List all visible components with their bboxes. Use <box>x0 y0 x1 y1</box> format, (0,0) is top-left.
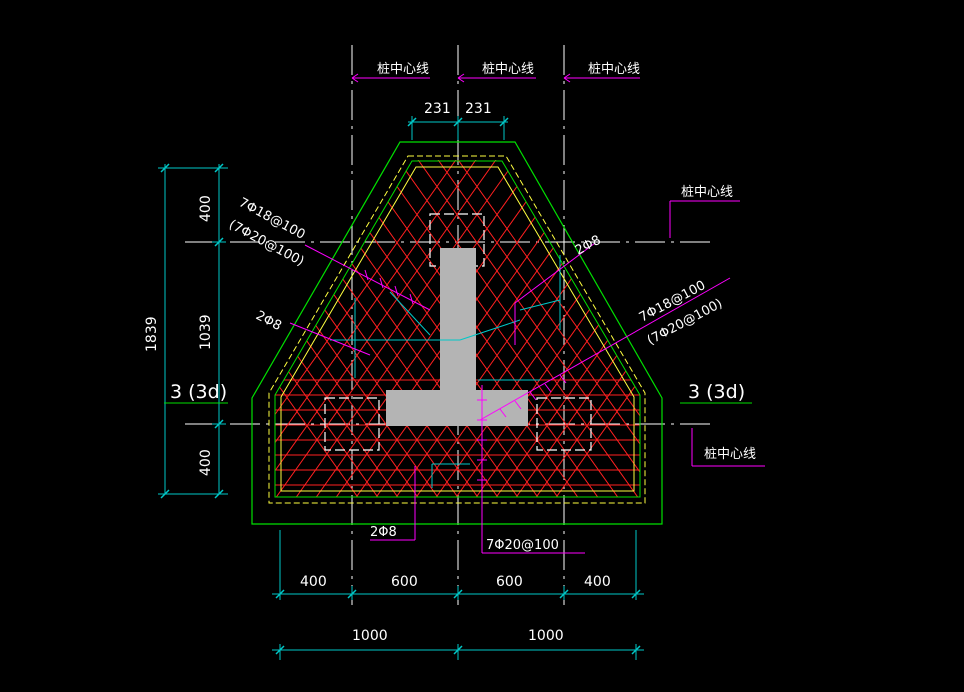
inner-outline-2 <box>274 160 641 498</box>
pile-center-label-right-bottom: 桩中心线 <box>704 447 756 462</box>
stirrup-label-bottom: 2Φ8 <box>370 525 397 540</box>
dim-left-total: 1839 <box>144 316 160 352</box>
section-label-left: 3 (3d) <box>170 381 227 403</box>
leader-ticks <box>364 269 567 481</box>
section-lines <box>330 255 561 488</box>
inner-outline-1 <box>268 155 646 504</box>
dim-left-top: 400 <box>198 195 214 222</box>
pile-right <box>536 397 592 451</box>
pile-center-label-2: 桩中心线 <box>482 62 534 77</box>
dim-bottom-total-right: 1000 <box>528 628 564 644</box>
rebar-label-bottom: 7Φ20@100 <box>486 538 559 553</box>
pile-center-label-3: 桩中心线 <box>588 62 640 77</box>
column-section <box>386 248 528 426</box>
dim-bottom-3: 600 <box>496 574 523 590</box>
outer-outline <box>251 141 663 525</box>
stirrup-label-right: 2Φ8 <box>573 233 604 259</box>
dim-top-left: 231 <box>424 101 451 117</box>
dim-top-right: 231 <box>465 101 492 117</box>
pile-left <box>324 397 380 451</box>
dim-left-mid: 1039 <box>198 314 214 350</box>
dim-bottom-4: 400 <box>584 574 611 590</box>
dim-bottom-1: 400 <box>300 574 327 590</box>
dim-bottom-2: 600 <box>391 574 418 590</box>
section-label-right: 3 (3d) <box>688 381 745 403</box>
pile-center-label-1: 桩中心线 <box>377 62 429 77</box>
dim-left-bottom: 400 <box>198 449 214 476</box>
inner-outline-3 <box>280 166 635 492</box>
dim-bottom-total-left: 1000 <box>352 628 388 644</box>
stirrup-label-left: 2Φ8 <box>253 308 284 334</box>
pile-cap-outline <box>251 141 663 525</box>
dimension-ticks <box>160 117 641 655</box>
pile-center-label-right-top: 桩中心线 <box>681 185 733 200</box>
